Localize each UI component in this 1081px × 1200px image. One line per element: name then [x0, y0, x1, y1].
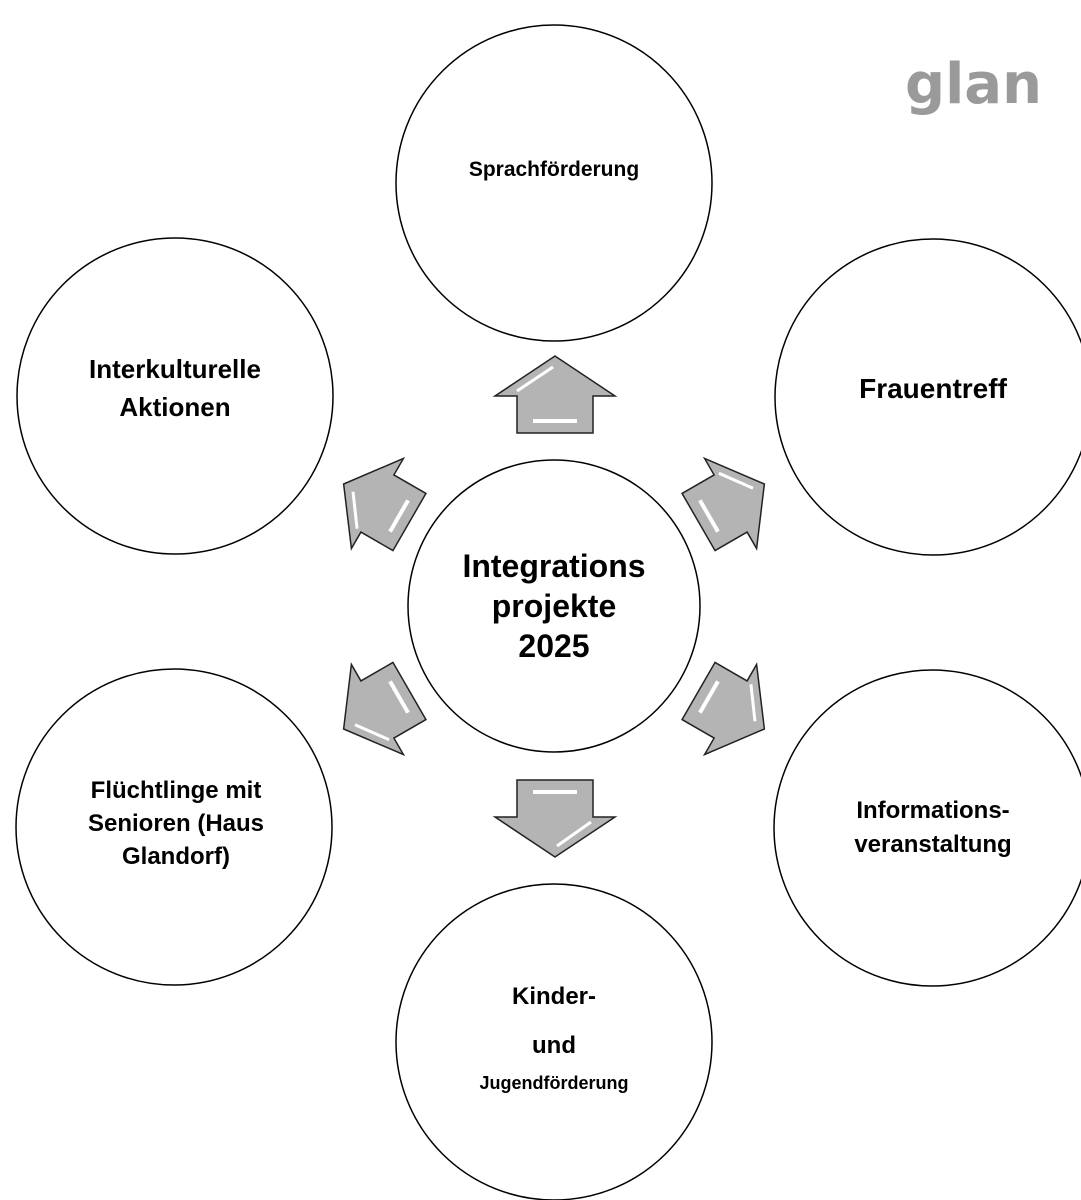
arrow-up-icon [492, 355, 618, 434]
node-kinder-line-1: Kinder- [512, 983, 596, 1010]
glandorf-logo-text: glan [905, 52, 1042, 117]
node-fluechtlinge-line-3: Glandorf) [122, 843, 230, 870]
arrow-lower-right-icon [681, 661, 766, 757]
node-frauentreff-label: Frauentreff [859, 373, 1007, 404]
node-fluechtlinge-senioren: Flüchtlinge mit Senioren (Haus Glandorf) [15, 668, 333, 986]
center-label-line-2: projekte [492, 588, 616, 624]
node-fluechtlinge-line-2: Senioren (Haus [88, 810, 264, 837]
node-informationsveranstaltung: Informations- veranstaltung [773, 669, 1081, 987]
node-informationsveranstaltung-line-2: veranstaltung [854, 831, 1011, 858]
node-kinder-line-2: und [532, 1032, 576, 1059]
node-interkulturelle-line-1: Interkulturelle [89, 354, 261, 384]
node-kinder-line-3: Jugendförderung [480, 1073, 629, 1093]
arrow-lower-left-icon [342, 661, 427, 757]
arrow-upper-right-icon [681, 456, 766, 552]
node-sprachfoerderung-label: Sprachförderung [469, 158, 639, 181]
center-label-line-3: 2025 [518, 628, 589, 664]
arrows-group [342, 355, 766, 858]
arrow-upper-left-icon [342, 456, 427, 552]
node-sprachfoerderung: Sprachförderung [395, 24, 713, 342]
node-fluechtlinge-line-1: Flüchtlinge mit [91, 777, 262, 804]
node-frauentreff: Frauentreff [774, 238, 1081, 556]
node-kinder-jugendfoerderung: Kinder- und Jugendförderung [395, 883, 713, 1200]
center-node: Integrations projekte 2025 [407, 459, 701, 753]
node-informationsveranstaltung-line-1: Informations- [856, 797, 1009, 824]
center-label-line-1: Integrations [462, 548, 645, 584]
arrow-down-icon [492, 779, 618, 858]
node-interkulturelle-aktionen: Interkulturelle Aktionen [16, 237, 334, 555]
node-interkulturelle-line-2: Aktionen [119, 392, 230, 422]
